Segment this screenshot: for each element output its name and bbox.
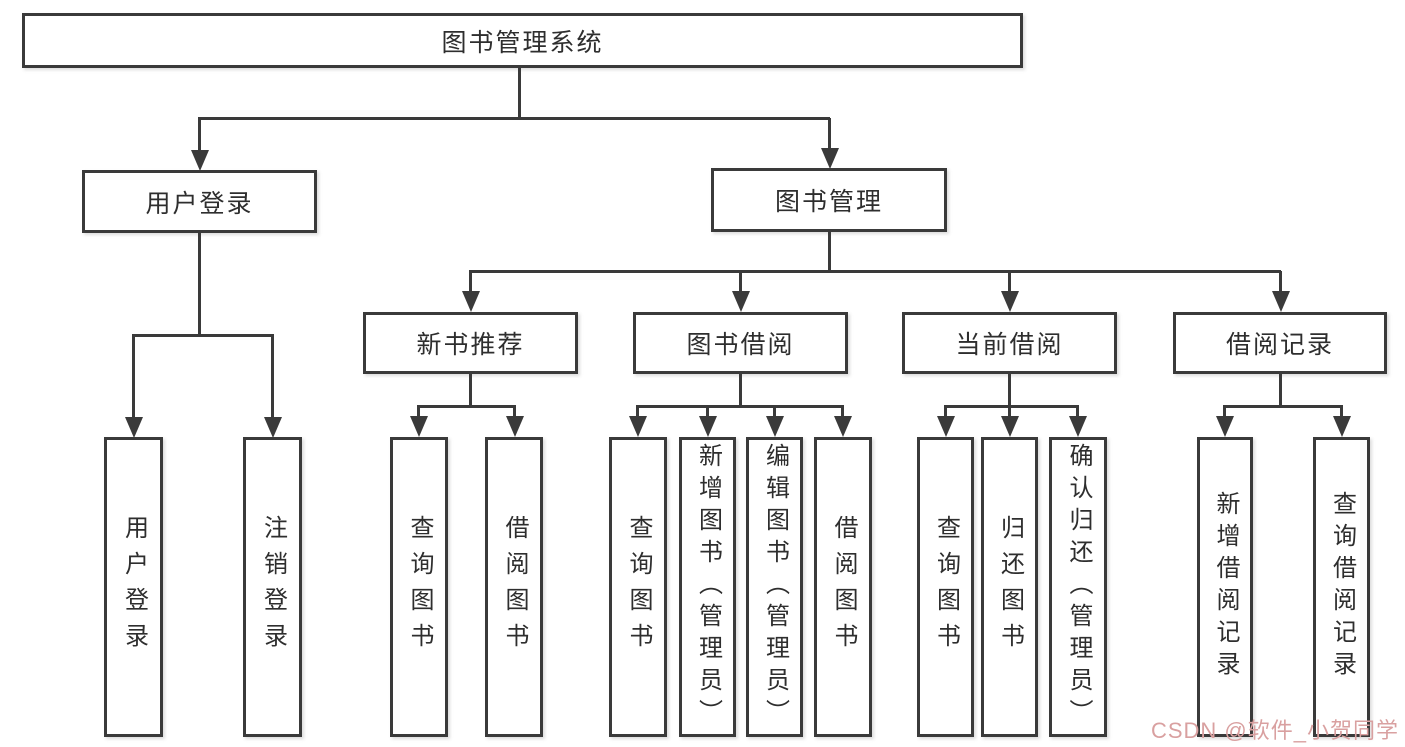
node-label: 新书推荐 <box>416 331 525 359</box>
arrow-down-icon <box>1008 406 1011 416</box>
arrow-down-icon <box>773 406 776 416</box>
node-library-management-system: 图书管理系统 <box>22 13 1023 68</box>
arrow-down-icon <box>1076 406 1079 416</box>
connector-line <box>1279 374 1282 407</box>
node-label: 图书管理系统 <box>441 28 604 57</box>
node-leaf-query-books-current: 查询图书 <box>917 437 974 737</box>
arrow-down-icon <box>944 406 947 416</box>
connector-line <box>518 68 521 118</box>
node-leaf-query-borrow-record: 查询借阅记录 <box>1313 437 1370 737</box>
arrow-down-icon <box>1008 271 1011 291</box>
arrow-down-icon <box>271 335 274 417</box>
node-label: 借阅图书 <box>830 515 857 659</box>
arrow-down-icon <box>417 406 420 416</box>
arrow-down-icon <box>706 406 709 416</box>
node-leaf-edit-book-admin: 编辑图书（管理员） <box>746 437 803 737</box>
node-label: 新增图书（管理员） <box>694 443 722 731</box>
node-book-borrowing: 图书借阅 <box>633 312 848 374</box>
node-label: 新增借阅记录 <box>1212 491 1239 683</box>
node-leaf-logout: 注销登录 <box>243 437 302 737</box>
arrow-down-icon <box>739 271 742 291</box>
node-leaf-query-books-recommend: 查询图书 <box>390 437 448 737</box>
node-leaf-user-login: 用户登录 <box>104 437 163 737</box>
connector-line <box>469 374 472 407</box>
node-leaf-return-books: 归还图书 <box>981 437 1038 737</box>
node-leaf-query-books-borrowing: 查询图书 <box>609 437 667 737</box>
connector-line <box>828 232 831 273</box>
connector-line <box>1223 405 1343 408</box>
arrow-down-icon <box>132 335 135 417</box>
arrow-down-icon <box>198 118 201 150</box>
connector-line <box>132 334 274 337</box>
connector-line <box>198 117 830 120</box>
connector-line <box>1008 374 1011 407</box>
node-leaf-borrow-books-recommend: 借阅图书 <box>485 437 543 737</box>
node-label: 当前借阅 <box>955 331 1064 359</box>
node-label: 用户登录 <box>145 189 254 218</box>
node-leaf-add-book-admin: 新增图书（管理员） <box>679 437 736 737</box>
connector-line <box>469 270 1281 273</box>
node-label: 图书借阅 <box>686 331 795 359</box>
node-label: 编辑图书（管理员） <box>761 443 789 731</box>
connector-line <box>198 233 201 336</box>
node-new-book-recommend: 新书推荐 <box>363 312 578 374</box>
node-label: 借阅图书 <box>501 515 528 659</box>
node-label: 查询图书 <box>932 515 960 659</box>
node-label: 归还图书 <box>996 515 1024 659</box>
node-label: 用户登录 <box>120 515 148 659</box>
arrow-down-icon <box>513 406 516 416</box>
connector-line <box>739 374 742 407</box>
node-leaf-add-borrow-record: 新增借阅记录 <box>1197 437 1253 737</box>
node-label: 确认归还（管理员） <box>1065 443 1092 731</box>
node-borrowing-records: 借阅记录 <box>1173 312 1387 374</box>
connector-line <box>636 405 844 408</box>
node-leaf-borrow-books: 借阅图书 <box>814 437 872 737</box>
node-user-login: 用户登录 <box>82 170 317 233</box>
watermark: CSDN @软件_小贺同学 <box>1150 718 1399 743</box>
node-current-borrowing: 当前借阅 <box>902 312 1117 374</box>
node-label: 查询借阅记录 <box>1328 491 1356 683</box>
node-label: 图书管理 <box>774 188 883 216</box>
arrow-down-icon <box>1223 406 1226 416</box>
arrow-down-icon <box>828 118 831 148</box>
node-label: 查询图书 <box>406 515 433 659</box>
connector-line <box>417 405 516 408</box>
arrow-down-icon <box>1340 406 1343 416</box>
connector-line <box>944 405 1079 408</box>
arrow-down-icon <box>1279 271 1282 291</box>
node-label: 借阅记录 <box>1225 331 1334 359</box>
arrow-down-icon <box>841 406 844 416</box>
node-book-management: 图书管理 <box>711 168 947 232</box>
arrow-down-icon <box>469 271 472 291</box>
node-label: 查询图书 <box>625 515 652 659</box>
node-leaf-confirm-return-admin: 确认归还（管理员） <box>1049 437 1107 737</box>
node-label: 注销登录 <box>259 515 287 659</box>
arrow-down-icon <box>636 406 639 416</box>
